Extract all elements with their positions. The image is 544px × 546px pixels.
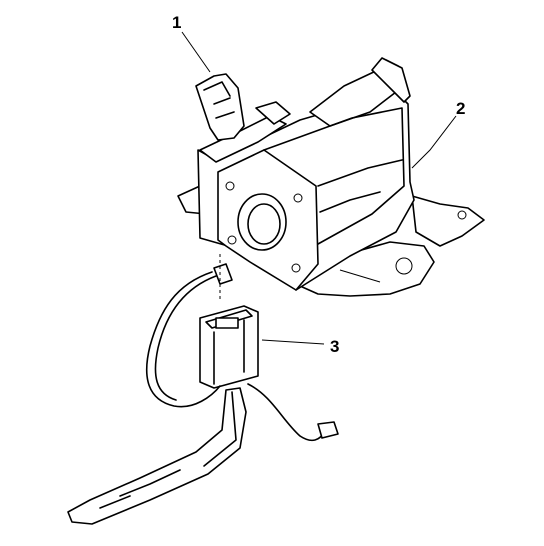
callout-1: 1 [172,13,181,32]
connector-harness [67,254,339,525]
callout-3: 3 [330,337,339,356]
callout-2: 2 [456,99,465,118]
lever-switch [195,73,245,141]
housing-assembly [177,57,485,297]
leader-lines [181,31,457,345]
